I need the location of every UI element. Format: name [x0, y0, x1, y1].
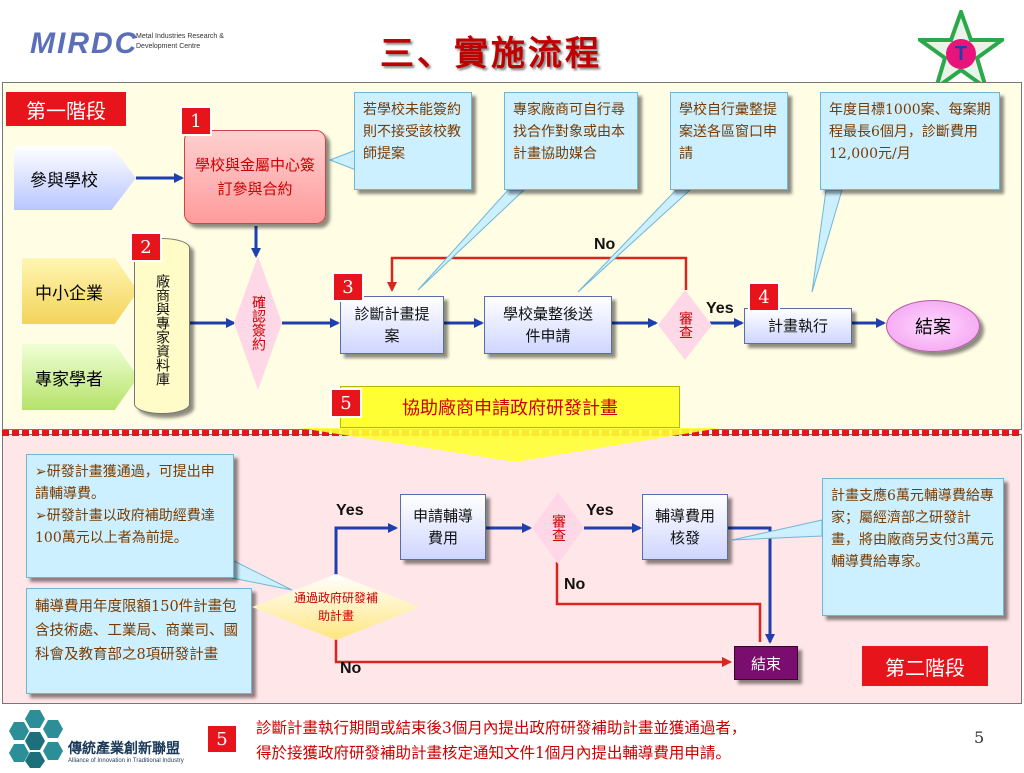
star-logo: T	[918, 10, 1004, 90]
sme-arrow: 中小企業	[22, 258, 138, 324]
alliance-name: 傳統產業創新聯盟	[68, 741, 180, 757]
footer-note: 診斷計畫執行期間或結束後3個月內提出政府研發補助計畫並獲通過者， 得於接獲政府研…	[256, 716, 966, 766]
plan-execution-box: 計畫執行	[744, 308, 852, 344]
step-badge-5-banner: 5	[330, 388, 362, 418]
page-number: 5	[974, 728, 985, 747]
close-case-label: 結案	[915, 317, 951, 338]
mirdc-logo-sub2: Development Centre	[136, 43, 201, 50]
review-label-stage2: 審查	[550, 514, 566, 542]
mirdc-logo: MIRDC Metal Industries Research & Develo…	[24, 25, 224, 73]
diagnose-proposal-label: 診斷計畫提案	[354, 305, 430, 345]
alliance-logo: 傳統產業創新聯盟 Alliance of Innovation in Tradi…	[6, 708, 196, 770]
step-badge-5-footer: 5	[206, 724, 238, 754]
note-annual-target: 年度目標1000案、每案期程最長6個月，診斷費用12,000元/月	[820, 92, 1000, 190]
review-label-stage1: 審查	[677, 311, 693, 339]
plan-execution-label: 計畫執行	[767, 317, 828, 335]
approve-fee-box: 輔導費用核發	[642, 494, 728, 560]
mirdc-logo-wordmark: MIRDC	[30, 27, 139, 60]
note-approved-line2: ➢研發計畫以政府補助經費達100萬元以上者為前提。	[35, 508, 215, 546]
apply-fee-label: 申請輔導費用	[412, 507, 473, 547]
footer-note-line2: 得於接獲政府研發補助計畫核定通知文件1個月內提出輔導費用申請。	[256, 744, 731, 762]
page-title: 三、實施流程	[380, 34, 602, 74]
database-label: 廠商與專家資料庫	[154, 274, 170, 386]
approve-fee-label: 輔導費用核發	[654, 507, 715, 547]
school-submit-box: 學校彙整後送件申請	[484, 296, 612, 354]
note-expert-matching: 專家廠商可自行尋找合作對象或由本計畫協助媒合	[504, 92, 638, 190]
star-icon	[918, 10, 1004, 90]
alliance-subtitle: Alliance of Innovation in Traditional In…	[68, 758, 184, 764]
note-school-not-signed: 若學校未能簽約則不接受該校教師提案	[354, 92, 472, 190]
step-badge-4: 4	[748, 282, 780, 312]
confirm-sign-label: 確認簽約	[250, 295, 266, 351]
note-approved-line1: ➢研發計畫獲通過，可提出申請輔導費。	[35, 464, 215, 502]
database-cylinder	[134, 238, 190, 414]
contract-box: 學校與金屬中心簽訂參與合約	[184, 130, 326, 224]
diagnose-proposal-box: 診斷計畫提案	[340, 296, 444, 354]
participating-school-arrow: 參與學校	[14, 146, 136, 210]
expert-arrow: 專家學者	[22, 344, 138, 410]
step-badge-1: 1	[180, 106, 212, 136]
expert-label: 專家學者	[35, 369, 103, 390]
step-badge-3: 3	[332, 272, 364, 302]
yes-label-review-stage2: Yes	[586, 502, 614, 519]
no-label-pass-gov: No	[340, 660, 362, 677]
note-fee-allocation: 計畫支應6萬元輔導費給專家；屬經濟部之研發計畫，將由廠商另支付3萬元輔導費給專家…	[822, 478, 1004, 616]
contract-box-label: 學校與金屬中心簽訂參與合約	[195, 156, 316, 198]
stage1-label: 第一階段	[6, 92, 126, 126]
no-label-review-stage2: No	[564, 576, 586, 593]
note-approved-conditions: ➢研發計畫獲通過，可提出申請輔導費。 ➢研發計畫以政府補助經費達100萬元以上者…	[26, 454, 234, 578]
stage2-label: 第二階段	[862, 646, 988, 686]
pass-gov-label: 通過政府研發補助計畫	[293, 591, 378, 623]
star-letter: T	[954, 42, 968, 65]
close-case-oval: 結案	[886, 300, 980, 352]
sme-label: 中小企業	[35, 283, 103, 304]
apply-fee-box: 申請輔導費用	[400, 494, 486, 560]
school-submit-label: 學校彙整後送件申請	[502, 305, 593, 345]
note-annual-limit: 輔導費用年度限額150件計畫包含技術處、工業局、商業司、國科會及教育部之8項研發…	[26, 588, 252, 694]
assist-banner-label: 協助廠商申請政府研發計畫	[402, 398, 618, 419]
end-box: 結束	[734, 646, 798, 680]
participating-school-label: 參與學校	[30, 170, 98, 191]
footer-note-line1: 診斷計畫執行期間或結束後3個月內提出政府研發補助計畫並獲通過者，	[256, 719, 747, 737]
step-badge-2: 2	[130, 232, 162, 262]
end-label: 結束	[750, 654, 781, 673]
hexagon-cluster-icon	[9, 710, 63, 768]
mirdc-logo-sub1: Metal Industries Research &	[136, 33, 224, 40]
review-yes-label-stage1: Yes	[706, 300, 734, 317]
assist-banner: 協助廠商申請政府研發計畫	[340, 386, 680, 428]
note-school-submit: 學校自行彙整提案送各區窗口申請	[670, 92, 788, 190]
review-no-label-stage1: No	[594, 236, 616, 253]
yes-label-pass-gov: Yes	[336, 502, 364, 519]
